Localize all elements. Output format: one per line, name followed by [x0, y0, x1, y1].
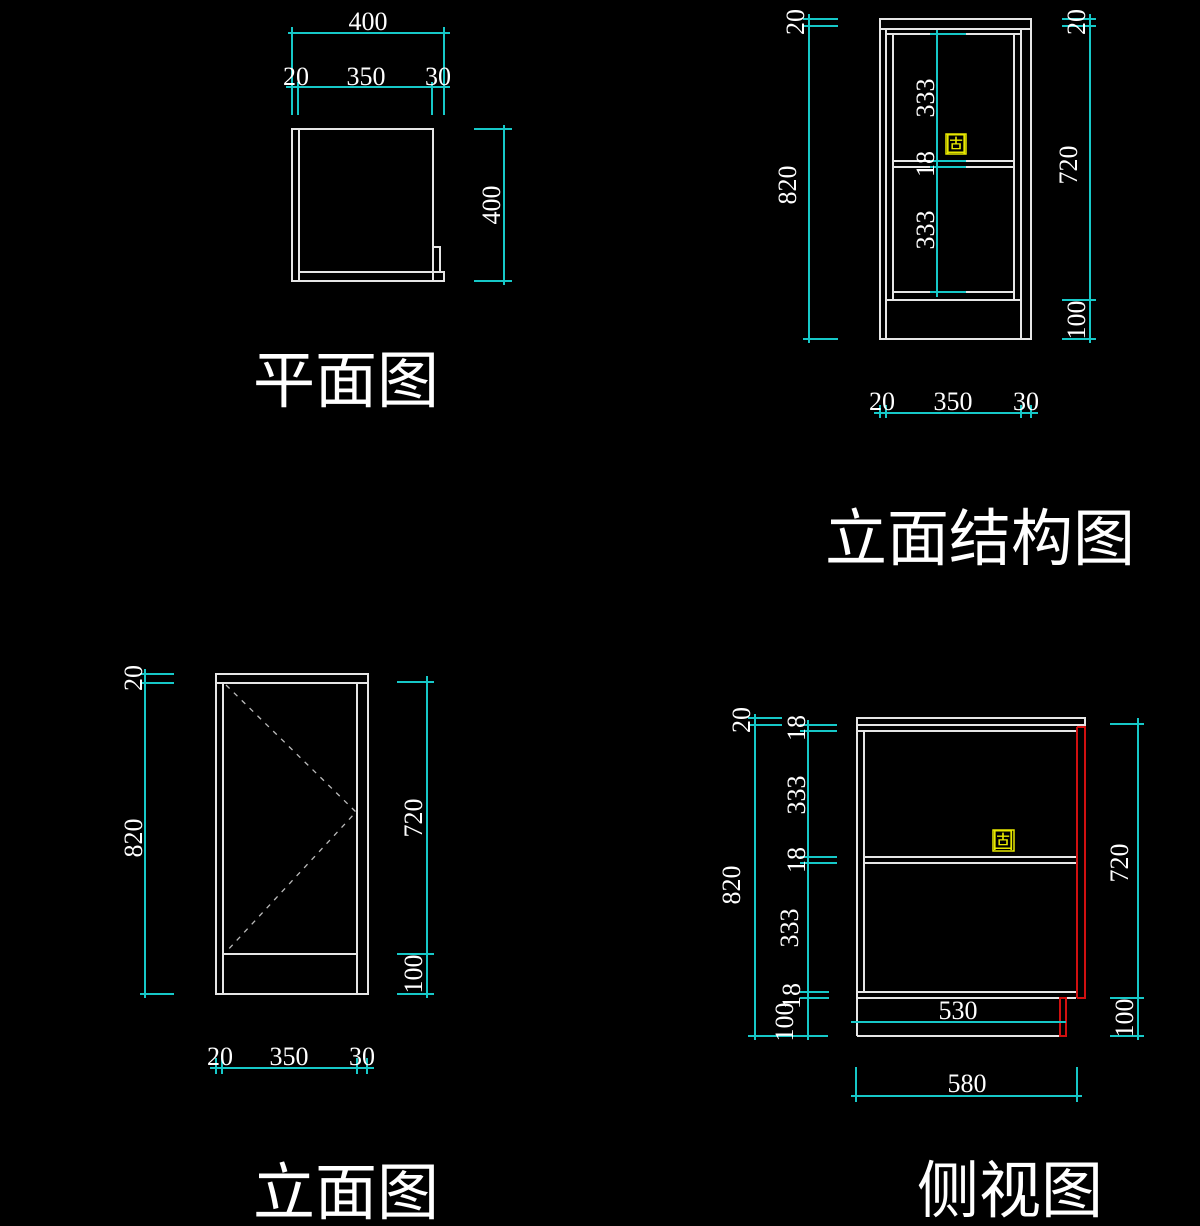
dim-structure-top-right: 20: [1062, 9, 1091, 35]
side-plinth-red: [1059, 997, 1067, 1037]
dim-elevation-plinth: 100: [399, 955, 428, 994]
elevation-outline: [215, 673, 369, 995]
dim-side-total: 820: [717, 866, 746, 905]
dim-structure-lower: 333: [911, 211, 940, 250]
elevation-view: 20 820 720 100 20 350 30 立面图: [119, 665, 439, 1226]
side-shelf: [863, 856, 1078, 864]
dim-side-plinth-left: 100: [770, 1003, 799, 1042]
side-view: 固 20 820 18 333 18 333 18 100 720 100 53…: [717, 707, 1144, 1226]
elevation-title: 立面图: [253, 1156, 439, 1226]
plan-door-edge: [433, 271, 445, 282]
dim-side-total-depth: 580: [948, 1069, 987, 1098]
dim-side-top-panel: 18: [782, 715, 811, 741]
dim-structure-plinth: 100: [1062, 301, 1091, 340]
dim-side-inner-depth: 530: [939, 996, 978, 1025]
dim-side-bottom-panel: 18: [777, 983, 806, 1009]
annotation-box: [945, 133, 967, 155]
plan-outline: [291, 128, 434, 282]
dim-elevation-body: 720: [399, 799, 428, 838]
plan-view: 400 20 350 30 400 平面图: [253, 7, 512, 417]
annotation-fixed: 固: [945, 133, 967, 158]
structure-outline: [879, 18, 1032, 340]
annotation-box: [992, 829, 1015, 852]
plan-title: 平面图: [253, 344, 439, 417]
dim-structure-body: 720: [1054, 146, 1083, 185]
side-title: 侧视图: [917, 1154, 1103, 1226]
elevation-structure-view: 333 18 333 固 20 820 20 720 100 20 350 30…: [773, 9, 1135, 575]
dim-side-lower: 333: [775, 909, 804, 948]
dim-structure-bottom-right: 30: [1013, 387, 1039, 416]
dim-side-plinth-right: 100: [1110, 999, 1139, 1038]
dim-structure-bottom-middle: 350: [934, 387, 973, 416]
dim-elevation-top: 20: [119, 665, 148, 691]
dim-elevation-bottom-middle: 350: [270, 1042, 309, 1071]
dim-structure-top: 20: [781, 9, 810, 35]
dim-structure-upper: 333: [911, 79, 940, 118]
dim-plan-right: 30: [425, 62, 451, 91]
dim-side-upper: 333: [782, 776, 811, 815]
dim-elevation-bottom-right: 30: [349, 1042, 375, 1071]
dim-plan-left: 20: [283, 62, 309, 91]
side-back-panel-red: [1077, 726, 1086, 999]
dim-elevation-bottom-left: 20: [207, 1042, 233, 1071]
door-swing-indicator: [225, 684, 357, 953]
plan-door-edge: [433, 246, 441, 272]
side-top-panel: [856, 717, 1086, 726]
dim-plan-depth: 400: [477, 186, 506, 225]
dim-side-top: 20: [727, 707, 756, 733]
elevation-structure-title: 立面结构图: [825, 502, 1135, 575]
dim-structure-total: 820: [773, 166, 802, 205]
dim-elevation-total: 820: [119, 819, 148, 858]
dim-plan-middle: 350: [347, 62, 386, 91]
dim-side-body: 720: [1105, 844, 1134, 883]
dim-side-shelf: 18: [782, 847, 811, 873]
annotation-fixed: 固: [992, 829, 1014, 854]
dim-structure-bottom-left: 20: [869, 387, 895, 416]
dim-plan-total-width: 400: [349, 7, 388, 36]
dim-structure-shelf: 18: [911, 151, 940, 177]
